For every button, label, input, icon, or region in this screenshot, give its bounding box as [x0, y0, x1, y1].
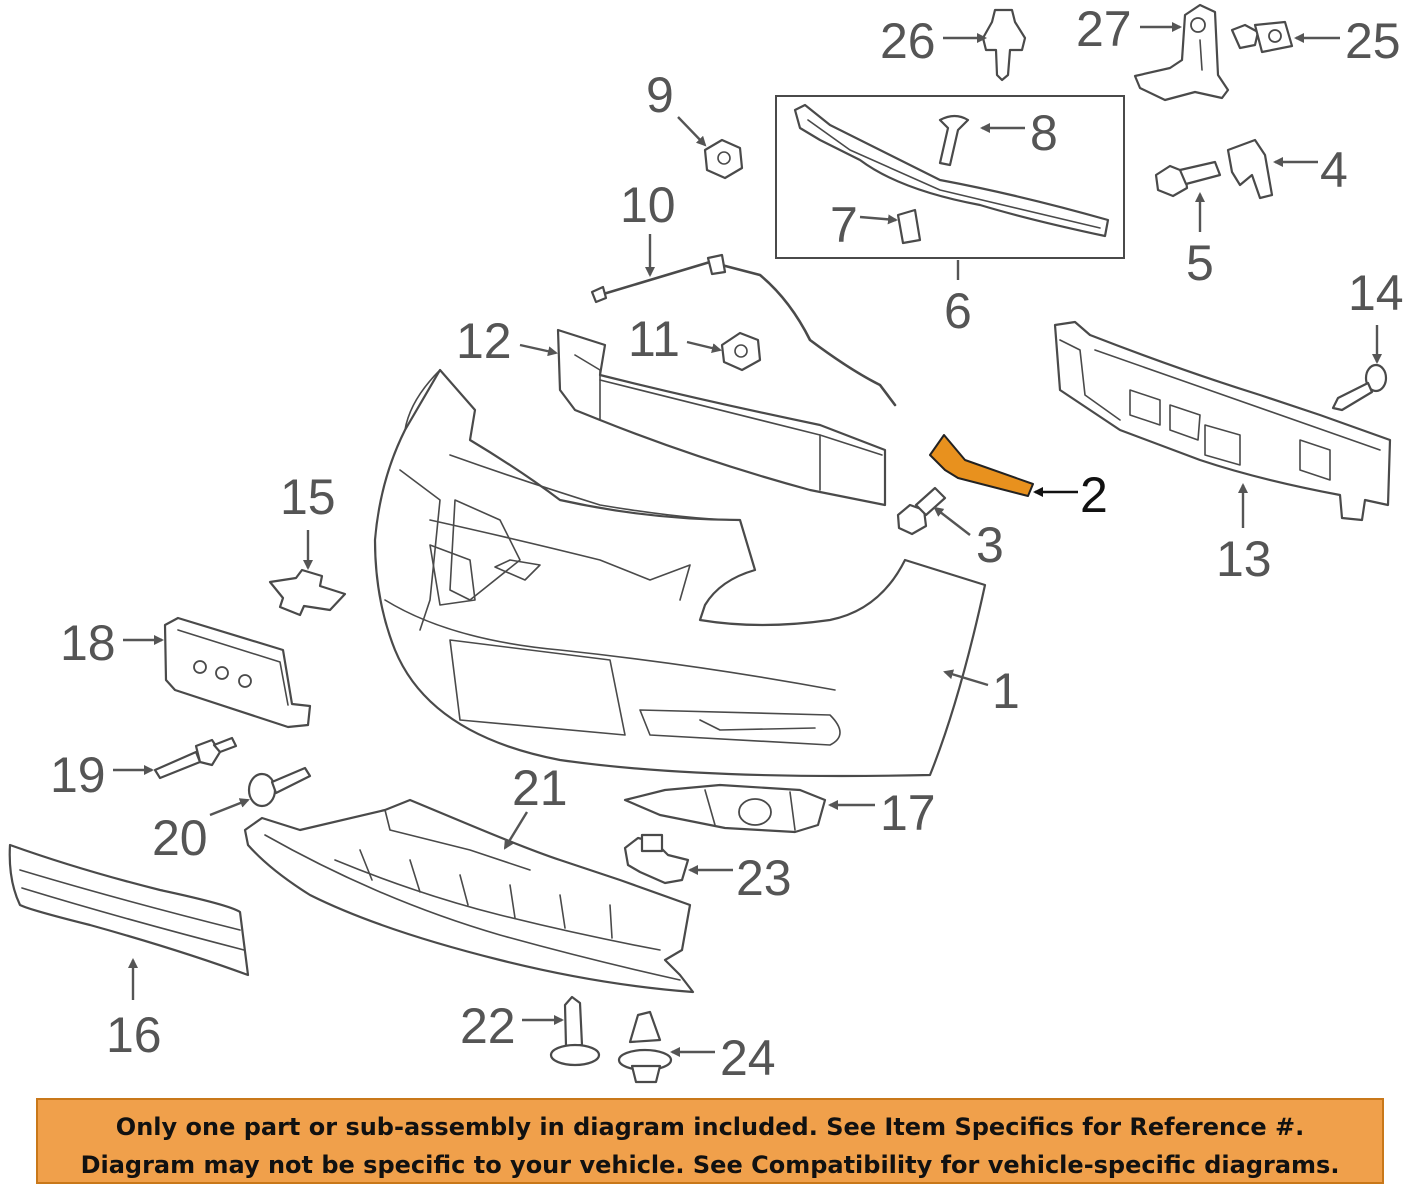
callout-27: 27 — [1076, 1, 1132, 57]
callout-12: 12 — [456, 313, 512, 369]
part-license-bracket-18 — [163, 616, 312, 729]
part-bracket-27 — [1133, 3, 1230, 102]
part-emblem-15 — [268, 568, 347, 617]
part-bumper-cover — [373, 368, 987, 778]
part-subassembly-6 — [775, 95, 1125, 259]
part-rivet-19 — [153, 736, 238, 780]
part-bolt-3 — [896, 486, 947, 536]
leader-21 — [503, 811, 529, 850]
part-clip-23 — [623, 833, 690, 885]
part-clip-4 — [1226, 138, 1274, 200]
callout-26: 26 — [880, 13, 936, 69]
part-splash-shield-21 — [243, 798, 695, 994]
callout-16: 16 — [106, 1007, 162, 1063]
callout-13: 13 — [1216, 531, 1272, 587]
part-bracket-2 — [929, 434, 1034, 497]
part-nut-9 — [703, 138, 744, 180]
callout-14: 14 — [1348, 265, 1404, 321]
part-retainer-22 — [549, 995, 601, 1067]
callout-24: 24 — [720, 1030, 776, 1086]
leader-3 — [933, 506, 971, 536]
callout-1: 1 — [992, 663, 1020, 719]
callout-7: 7 — [830, 197, 858, 253]
part-rod-10 — [590, 253, 897, 407]
callout-4: 4 — [1320, 142, 1348, 198]
notice-banner: Only one part or sub-assembly in diagram… — [36, 1098, 1384, 1184]
notice-line-1: Only one part or sub-assembly in diagram… — [115, 1113, 1305, 1141]
part-pushpin-20 — [247, 766, 312, 808]
part-nut-11 — [720, 331, 762, 372]
callout-8: 8 — [1030, 105, 1058, 161]
callout-labels: 1 2 3 4 5 6 7 8 9 10 11 12 13 14 15 16 1… — [50, 1, 1404, 1086]
callout-10: 10 — [620, 177, 676, 233]
callout-3: 3 — [976, 517, 1004, 573]
callout-6: 6 — [944, 283, 972, 339]
callout-21: 21 — [512, 760, 568, 816]
part-trim-16 — [8, 843, 250, 977]
part-retainer-24 — [617, 1010, 673, 1084]
callout-11: 11 — [628, 311, 680, 367]
callout-25: 25 — [1345, 13, 1401, 69]
callout-22: 22 — [460, 998, 516, 1054]
part-impact-bar-13 — [1053, 320, 1392, 522]
part-absorber-12 — [556, 328, 887, 507]
leader-1 — [943, 669, 989, 687]
leader-20 — [209, 798, 250, 817]
callout-20: 20 — [152, 810, 208, 866]
leader-12 — [519, 343, 558, 357]
leader-11 — [686, 340, 722, 353]
callout-9: 9 — [646, 67, 674, 123]
part-pushpin-14 — [1331, 363, 1388, 412]
callout-2: 2 — [1080, 467, 1108, 523]
part-pushpin-26 — [981, 8, 1027, 82]
callout-19: 19 — [50, 747, 106, 803]
part-bolt-5 — [1154, 160, 1222, 198]
callout-23: 23 — [736, 850, 792, 906]
callout-17: 17 — [880, 785, 936, 841]
part-foglamp-bracket-17 — [623, 783, 827, 834]
callout-15: 15 — [280, 469, 336, 525]
callout-18: 18 — [60, 615, 116, 671]
leader-lines — [113, 22, 1382, 1057]
part-clip-25 — [1230, 20, 1294, 54]
leader-9 — [677, 116, 707, 147]
leader-7 — [859, 214, 898, 225]
callout-5: 5 — [1186, 235, 1214, 291]
notice-line-2: Diagram may not be specific to your vehi… — [80, 1151, 1340, 1179]
